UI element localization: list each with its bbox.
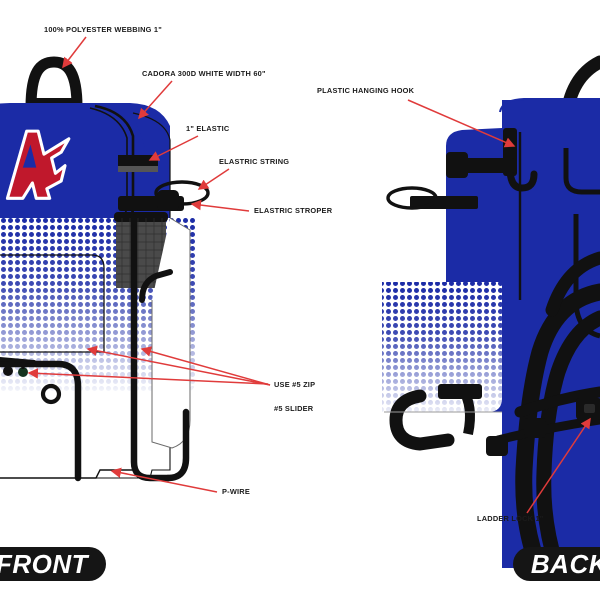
callout-plastic-hanging-hook: PLASTIC HANGING HOOK [317, 86, 415, 95]
arrow-one-inch-elastic [148, 135, 199, 161]
front-zip-pocket [0, 254, 105, 482]
callout-five-slider: #5 SLIDER [274, 404, 314, 413]
arrow-ladder-lock [526, 417, 591, 514]
arrow-elastic-stroper [190, 199, 250, 212]
callout-elastic-string: ELASTRIC STRING [219, 157, 290, 166]
arrow-use-5-zip-a [86, 345, 271, 386]
view-label-front: FRONT [0, 547, 107, 581]
arrow-polyester-webbing [62, 36, 87, 69]
callout-ladder-lock: LADDER LOCK 1" [477, 514, 544, 523]
callout-use-5-zip: USE #5 ZIP [274, 380, 316, 389]
team-logo [5, 129, 71, 200]
callout-p-wire: P-WIRE [222, 487, 251, 496]
callout-polyester-webbing: 100% POLYESTER WEBBING 1" [44, 25, 162, 34]
callout-one-inch-elastic: 1" ELASTIC [186, 124, 230, 133]
elastic-band [118, 155, 158, 172]
grommet [40, 383, 62, 405]
arrow-use-5-zip-b [140, 346, 271, 386]
callout-cadora-fabric: CADORA 300D WHITE WIDTH 60" [142, 69, 266, 78]
arrow-use-5-zip-c [27, 368, 269, 385]
compression-strap [386, 152, 514, 210]
bungee-loop [118, 180, 210, 211]
arrow-plastic-hanging-hook [407, 99, 516, 148]
arrow-p-wire [110, 467, 218, 493]
view-label-back: BACK [512, 547, 600, 581]
zipper-pulls [0, 357, 36, 377]
arrow-elastic-string [197, 168, 230, 190]
arrow-cadora-fabric [138, 80, 173, 120]
back-view-illustration [382, 55, 600, 572]
back-haul-loop [389, 384, 482, 451]
callout-elastic-stroper: ELASTRIC STROPER [254, 206, 333, 215]
